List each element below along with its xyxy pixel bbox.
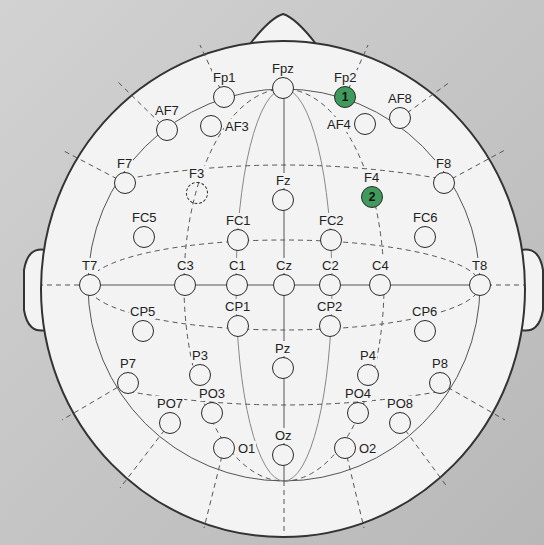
- electrode-label: P8: [431, 356, 449, 371]
- electrode-label: F3: [188, 166, 205, 181]
- electrode-label: CP5: [129, 304, 156, 319]
- electrode-circle: [414, 320, 436, 342]
- electrode-circle: [272, 189, 294, 211]
- electrode-circle: [132, 320, 154, 342]
- electrode-label: FC1: [225, 213, 252, 228]
- electrode-circle: [334, 437, 356, 459]
- electrode-label: F8: [435, 156, 452, 171]
- electrode-label: P7: [119, 356, 137, 371]
- electrode-circle: [319, 315, 341, 337]
- electrode-circle: [469, 274, 491, 296]
- electrode-label: CP2: [316, 299, 343, 314]
- electrode-label: Pz: [274, 341, 291, 356]
- electrode-circle: [213, 86, 235, 108]
- electrode-circle: [114, 172, 136, 194]
- electrode-circle: [347, 402, 369, 424]
- electrode-circle: [117, 372, 139, 394]
- electrode-circle: [429, 372, 451, 394]
- electrode-label: PO7: [156, 396, 184, 411]
- electrode-label: PO4: [344, 386, 372, 401]
- electrode-circle: [79, 274, 101, 296]
- electrode-circle: [389, 412, 411, 434]
- callout-number: 1: [335, 87, 355, 107]
- electrode-circle: [273, 274, 295, 296]
- electrode-circle: [133, 226, 155, 248]
- electrode-circle: [389, 107, 411, 129]
- electrode-circle: [227, 315, 249, 337]
- electrode-circle: [227, 229, 249, 251]
- electrode-circle: [354, 113, 376, 135]
- electrode-label: Fz: [275, 173, 291, 188]
- electrode-circle: [213, 437, 235, 459]
- electrode-circle: [226, 274, 248, 296]
- electrode-label: C4: [371, 258, 390, 273]
- electrode-label: C3: [176, 258, 195, 273]
- electrode-label: F4: [363, 170, 380, 185]
- electrode-label: Fpz: [271, 61, 295, 76]
- marked-electrode: 2: [361, 186, 383, 208]
- electrode-label: Fp1: [212, 70, 236, 85]
- electrode-circle: [201, 402, 223, 424]
- callout-number: 2: [362, 187, 382, 207]
- electrode-circle: [433, 172, 455, 194]
- electrode-label: Oz: [274, 428, 293, 443]
- electrode-label: P4: [359, 348, 377, 363]
- electrode-label: O1: [237, 441, 256, 456]
- electrode-circle: [189, 364, 211, 386]
- electrode-label: AF3: [224, 119, 250, 134]
- electrode-label: AF4: [326, 117, 352, 132]
- electrode-circle: [272, 77, 294, 99]
- electrode-label: O2: [358, 441, 377, 456]
- electrode-circle: [369, 274, 391, 296]
- electrode-label: FC5: [131, 210, 158, 225]
- electrode-label: Cz: [275, 258, 293, 273]
- electrode-label: CP1: [224, 299, 251, 314]
- electrode-circle: [414, 226, 436, 248]
- electrode-label: T7: [81, 258, 98, 273]
- electrode-circle: [200, 115, 222, 137]
- electrode-circle: [320, 229, 342, 251]
- electrode-circle: [156, 119, 178, 141]
- electrode-circle: [272, 444, 294, 466]
- electrode-circle: [319, 274, 341, 296]
- marked-electrode: 1: [334, 86, 356, 108]
- electrode-label: FC2: [318, 213, 345, 228]
- electrode-circle: [159, 412, 181, 434]
- electrode-label: FC6: [412, 210, 439, 225]
- electrode-label: C1: [228, 258, 247, 273]
- electrode-label: P3: [191, 348, 209, 363]
- electrode-circle: [357, 364, 379, 386]
- electrode-circle: [272, 357, 294, 379]
- electrode-label: AF8: [387, 91, 413, 106]
- electrode-label: C2: [321, 258, 340, 273]
- electrode-label: Fp2: [333, 70, 357, 85]
- electrode-label: PO3: [198, 386, 226, 401]
- electrode-circle: [186, 182, 208, 204]
- electrode-circle: [174, 274, 196, 296]
- electrode-label: AF7: [154, 103, 180, 118]
- electrode-label: PO8: [386, 396, 414, 411]
- electrode-label: CP6: [411, 304, 438, 319]
- electrode-label: T8: [471, 258, 488, 273]
- electrode-label: F7: [116, 156, 133, 171]
